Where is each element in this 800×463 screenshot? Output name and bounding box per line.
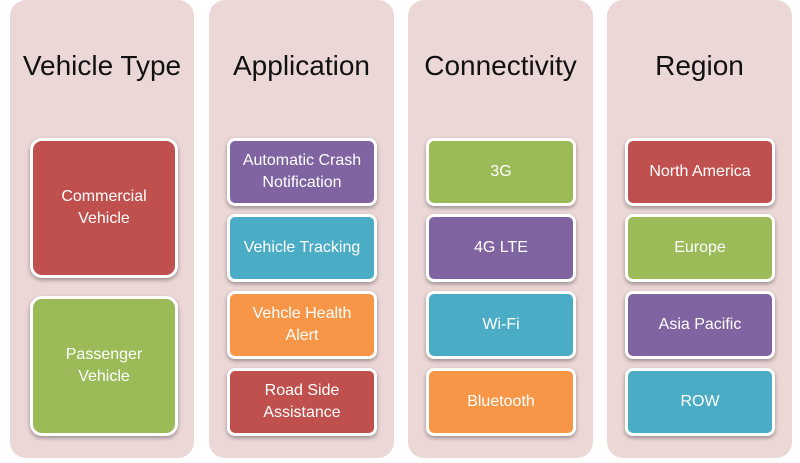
- item-label: Commercial Vehicle: [61, 188, 147, 227]
- item-label: Vehicle Tracking: [243, 239, 361, 256]
- item-label: 3G: [490, 163, 512, 180]
- item-label: Wi-Fi: [482, 316, 520, 333]
- item-commercial-vehicle: Commercial Vehicle: [30, 138, 178, 278]
- column-title: Vehicle Type: [22, 50, 182, 81]
- column-title: Region: [655, 50, 744, 81]
- item-label: Europe: [674, 239, 726, 256]
- item-wi-fi: Wi-Fi: [426, 291, 576, 359]
- column-connectivity: Connectivity 3G 4G LTE Wi-Fi Bluetooth: [408, 0, 593, 458]
- item-label: Passenger Vehicle: [65, 346, 143, 385]
- item-label: Bluetooth: [467, 393, 535, 410]
- column-application: Application Automatic Crash Notification…: [209, 0, 394, 458]
- item-label: ROW: [680, 393, 720, 410]
- item-row: ROW: [625, 368, 775, 436]
- item-label: Automatic Crash Notification: [242, 152, 362, 191]
- item-label: Road Side Assistance: [263, 382, 341, 421]
- item-asia-pacific: Asia Pacific: [625, 291, 775, 359]
- item-north-america: North America: [625, 138, 775, 206]
- item-label: Vehcle Health Alert: [252, 305, 352, 344]
- column-vehicle-type: Vehicle Type Commercial Vehicle Passenge…: [10, 0, 194, 458]
- item-passenger-vehicle: Passenger Vehicle: [30, 296, 178, 436]
- item-automatic-crash-notification: Automatic Crash Notification: [227, 138, 377, 206]
- item-label: 4G LTE: [474, 239, 528, 256]
- item-bluetooth: Bluetooth: [426, 368, 576, 436]
- item-europe: Europe: [625, 214, 775, 282]
- column-title: Application: [233, 50, 370, 81]
- column-title: Connectivity: [424, 50, 577, 81]
- item-4g-lte: 4G LTE: [426, 214, 576, 282]
- item-road-side-assistance: Road Side Assistance: [227, 368, 377, 436]
- column-region: Region North America Europe Asia Pacific…: [607, 0, 792, 458]
- item-label: Asia Pacific: [658, 316, 742, 333]
- item-label: North America: [649, 163, 751, 180]
- item-vehicle-health-alert: Vehcle Health Alert: [227, 291, 377, 359]
- item-3g: 3G: [426, 138, 576, 206]
- item-vehicle-tracking: Vehicle Tracking: [227, 214, 377, 282]
